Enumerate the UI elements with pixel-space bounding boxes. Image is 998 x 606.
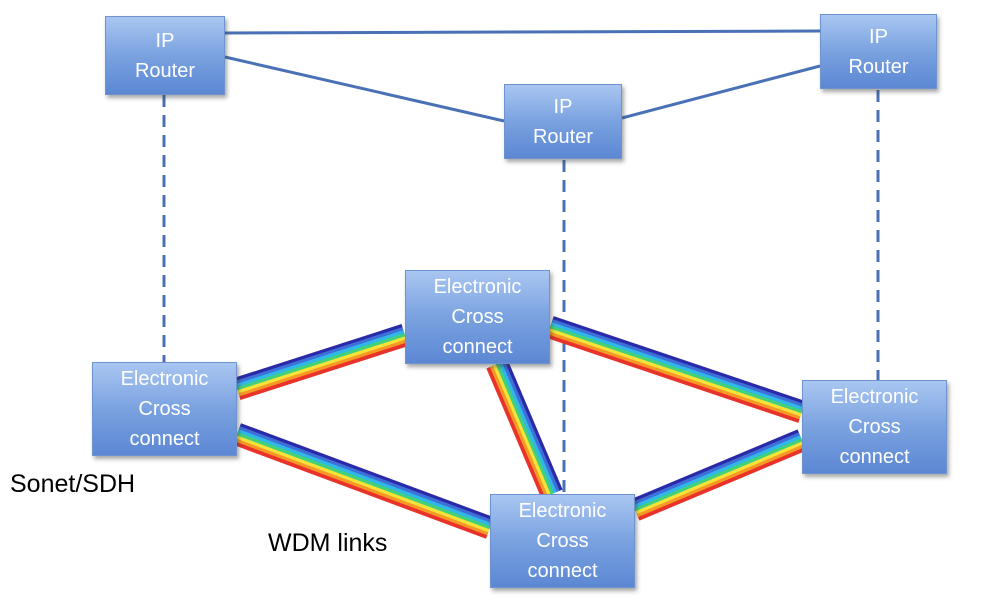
wdm-link-top-bottom bbox=[486, 359, 563, 499]
wdm-link-top-bottom-stripe bbox=[501, 360, 560, 493]
wdm-link-left-bottom bbox=[232, 423, 495, 539]
wdm-link-top-bottom-stripe bbox=[498, 362, 557, 494]
wdm-link-bottom-right bbox=[630, 429, 807, 521]
wdm-link-left-bottom-stripe bbox=[236, 432, 491, 530]
wdm-link-top-right-stripe bbox=[546, 334, 800, 423]
cross-connect-bottom: Electronic Cross connect bbox=[490, 494, 635, 588]
wdm-link-top-right bbox=[546, 316, 806, 423]
wdm-link-top-bottom-stripe bbox=[492, 364, 551, 496]
wdm-link-bottom-right-stripe bbox=[636, 444, 806, 518]
wdm-link-top-bottom-stripe bbox=[489, 365, 548, 498]
wdm-link-left-top-stripe bbox=[237, 336, 407, 394]
wdm-link-left-top-stripe bbox=[235, 330, 405, 388]
wdm-link-top-right-stripe bbox=[549, 325, 803, 414]
wdm-link-top-right-stripe bbox=[548, 328, 802, 417]
wdm-link-left-top-stripe bbox=[234, 327, 404, 385]
ip-link-left-middle bbox=[224, 55, 505, 123]
wdm-link-top-right-stripe bbox=[552, 316, 806, 405]
cross-connect-line-1: Electronic bbox=[518, 500, 607, 522]
router-label-line-1: IP bbox=[155, 29, 175, 52]
wdm-links-label: WDM links bbox=[268, 529, 388, 557]
wdm-link-left-bottom-stripe bbox=[239, 423, 495, 521]
wdm-link-left-bottom-stripe bbox=[238, 426, 493, 524]
cross-connect-line-2: Cross bbox=[138, 398, 191, 420]
wdm-link-bottom-right-stripe bbox=[635, 441, 804, 515]
wdm-link-left-bottom-stripe bbox=[232, 441, 488, 539]
wdm-link-top-right-stripe bbox=[551, 319, 805, 408]
wdm-link-left-bottom-stripe bbox=[237, 429, 492, 527]
cross-connect-line-1: Electronic bbox=[433, 276, 522, 298]
cross-connect-right: Electronic Cross connect bbox=[802, 380, 947, 474]
wdm-link-bottom-right-stripe bbox=[631, 432, 801, 506]
wdm-link-left-bottom-stripe bbox=[235, 435, 490, 533]
router-label-line-1: IP bbox=[869, 25, 888, 48]
cross-connect-left: Electronic Cross connect bbox=[92, 362, 237, 456]
wdm-link-bottom-right-stripe bbox=[637, 447, 807, 521]
sonet-sdh-label: Sonet/SDH bbox=[10, 470, 136, 498]
router-label-line-1: IP bbox=[553, 95, 573, 118]
router-middle: IP Router bbox=[504, 84, 622, 159]
wdm-link-bottom-right-stripe bbox=[634, 438, 803, 512]
router-label-line-2: Router bbox=[134, 59, 196, 82]
wdm-link-bottom-right-stripe bbox=[633, 435, 802, 509]
ip-link-middle-right bbox=[621, 64, 821, 120]
wdm-link-top-right-stripe bbox=[547, 331, 801, 420]
wdm-link-left-top-stripe bbox=[233, 324, 403, 382]
wdm-link-top-bottom-stripe bbox=[486, 367, 545, 499]
cross-connect-line-2: Cross bbox=[848, 416, 901, 438]
wdm-link-left-bottom-stripe bbox=[234, 438, 489, 536]
router-top-left: IP Router bbox=[105, 16, 225, 95]
wdm-link-left-top-stripe bbox=[236, 333, 406, 391]
wdm-links bbox=[232, 316, 807, 539]
cross-connect-line-2: Cross bbox=[536, 530, 589, 552]
ip-link-left-right bbox=[224, 29, 821, 35]
wdm-link-left-top bbox=[233, 324, 409, 400]
cross-connect-line-3: connect bbox=[129, 428, 200, 450]
wdm-link-top-right-stripe bbox=[550, 322, 804, 411]
wdm-link-left-top-stripe bbox=[239, 342, 409, 400]
cross-connect-line-1: Electronic bbox=[830, 386, 919, 408]
router-label-line-2: Router bbox=[848, 55, 909, 78]
cross-connect-line-3: connect bbox=[442, 336, 513, 358]
cross-connect-line-2: Cross bbox=[451, 306, 504, 328]
cross-connect-line-3: connect bbox=[527, 560, 598, 582]
wdm-link-left-top-stripe bbox=[238, 339, 408, 397]
cross-connect-top: Electronic Cross connect bbox=[405, 270, 550, 364]
cross-connect-line-1: Electronic bbox=[120, 368, 209, 390]
wdm-link-bottom-right-stripe bbox=[630, 429, 800, 503]
wdm-link-top-bottom-stripe bbox=[495, 363, 554, 495]
router-top-right: IP Router bbox=[820, 14, 937, 89]
cross-connect-line-3: connect bbox=[839, 446, 910, 468]
router-label-line-2: Router bbox=[532, 125, 594, 148]
wdm-link-top-bottom-stripe bbox=[504, 359, 563, 491]
